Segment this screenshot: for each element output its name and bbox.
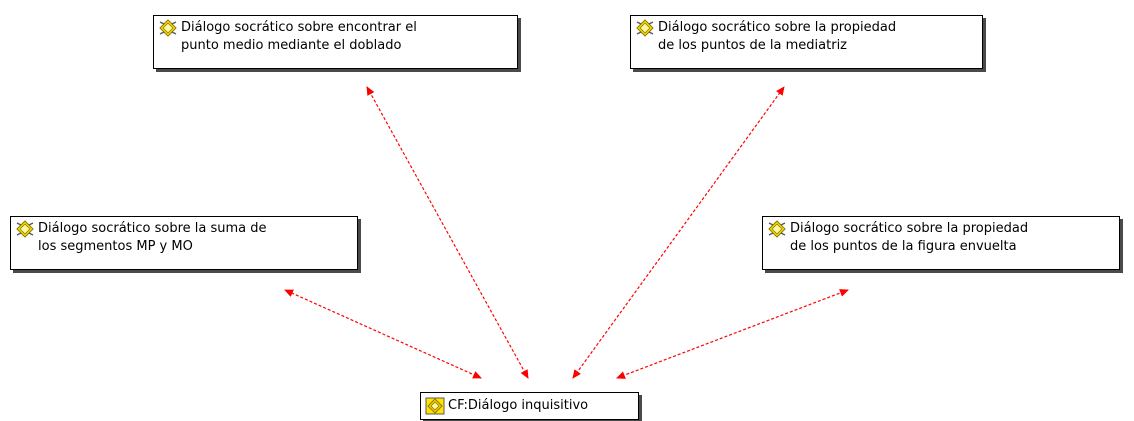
socratic-dialogue-icon bbox=[15, 220, 35, 238]
node-socratic-midpoint-folding[interactable]: Diálogo socrático sobre encontrar el pun… bbox=[153, 15, 518, 69]
node-socratic-segment-sum[interactable]: Diálogo socrático sobre la suma de los s… bbox=[10, 216, 358, 270]
node-label-line: Diálogo socrático sobre la propiedad bbox=[658, 20, 897, 35]
link-center-to-top-left[interactable] bbox=[366, 86, 529, 379]
node-label-line: Diálogo socrático sobre encontrar el bbox=[181, 20, 417, 35]
node-label-line: punto medio mediante el doblado bbox=[181, 38, 402, 53]
node-inquiry-dialogue[interactable]: CF:Diálogo inquisitivo bbox=[420, 392, 639, 420]
node-label-line: Diálogo socrático sobre la propiedad bbox=[790, 221, 1029, 236]
node-socratic-perpendicular-bisector[interactable]: Diálogo socrático sobre la propiedad de … bbox=[630, 15, 983, 69]
node-socratic-enveloped-figure[interactable]: Diálogo socrático sobre la propiedad de … bbox=[762, 216, 1120, 270]
node-label-line: de los puntos de la figura envuelta bbox=[790, 239, 1017, 254]
link-center-to-top-right[interactable] bbox=[572, 86, 785, 379]
socratic-dialogue-icon bbox=[635, 19, 655, 37]
socratic-dialogue-icon bbox=[767, 220, 787, 238]
socratic-dialogue-icon bbox=[158, 19, 178, 37]
node-label-line: de los puntos de la mediatriz bbox=[658, 38, 848, 53]
node-label-line: los segmentos MP y MO bbox=[38, 239, 193, 254]
inquiry-dialogue-icon bbox=[425, 397, 445, 415]
node-label: CF:Diálogo inquisitivo bbox=[448, 398, 589, 413]
link-center-to-mid-right[interactable] bbox=[616, 289, 849, 379]
link-center-to-mid-left[interactable] bbox=[284, 289, 482, 379]
node-label-line: Diálogo socrático sobre la suma de bbox=[38, 221, 267, 236]
